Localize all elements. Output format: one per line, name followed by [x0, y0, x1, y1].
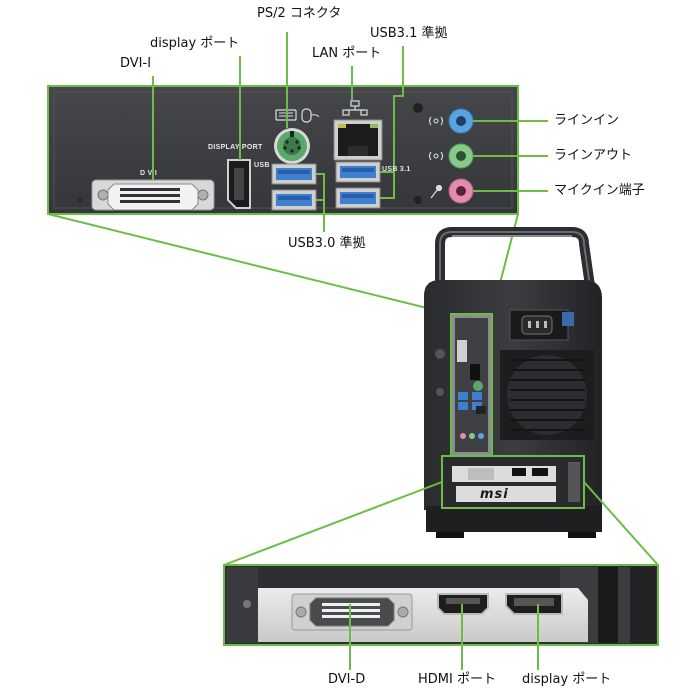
display-port-bottom-label: display ポート [522, 672, 612, 687]
panel-print-display-port: DISPLAY PORT [208, 144, 263, 151]
panel-print-usb: USB [254, 162, 270, 169]
dvi-i-label: DVI-I [120, 56, 152, 71]
lan-port [333, 119, 383, 161]
pc-case [424, 227, 602, 538]
network-icon [342, 100, 368, 116]
line-out-label: ラインアウト [554, 148, 633, 163]
display-port-label: display ポート [150, 36, 240, 51]
mic-icon [430, 184, 443, 199]
line-in-icon [428, 116, 444, 126]
line-out-icon [428, 151, 444, 161]
panel-print-dvi: D V I [140, 170, 158, 177]
mouse-icon [301, 108, 320, 123]
bottom-leader-lines [349, 604, 539, 670]
displayport-top [227, 159, 251, 209]
usb30-label: USB3.0 準拠 [288, 236, 366, 251]
audio-line-out-jack [448, 143, 474, 169]
usb31-ports [335, 161, 381, 209]
lan-port-label: LAN ポート [312, 46, 382, 61]
usb31-label: USB3.1 準拠 [370, 26, 448, 41]
audio-mic-jack [448, 178, 474, 204]
msi-logo: msi [480, 487, 509, 502]
fan-grille [507, 355, 587, 435]
zoom-connectors-bottom [223, 481, 659, 566]
gpu-panel-zoom [223, 564, 659, 646]
dvi-d-label: DVI-D [328, 672, 366, 687]
dvi-i-port [91, 179, 215, 211]
panel-print-usb31: USB 3.1 [382, 166, 411, 173]
mic-label: マイクイン端子 [554, 183, 645, 198]
top-leader-lines [152, 32, 548, 232]
audio-line-in-jack [448, 108, 474, 134]
hdmi-label: HDMI ポート [418, 672, 496, 687]
line-in-label: ラインイン [554, 113, 620, 128]
ps2-label: PS/2 コネクタ [257, 6, 342, 21]
ps2-port [274, 128, 310, 164]
